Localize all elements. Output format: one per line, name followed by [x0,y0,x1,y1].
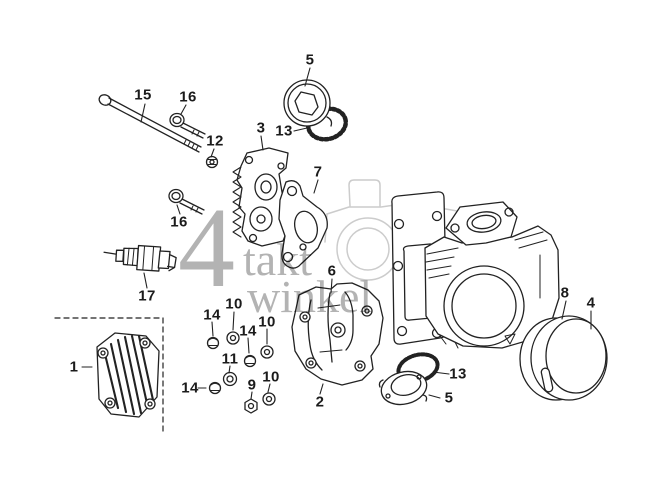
part-label-10-19: 10 [262,368,280,386]
washer-11 [222,371,238,387]
nut-12 [205,155,219,169]
part-label-15-0: 15 [134,86,152,104]
leader-lines [81,67,592,400]
part-label-17-8: 17 [138,287,156,305]
part-label-9-18: 9 [247,376,257,394]
part-label-14-12: 14 [203,306,221,324]
part-label-12-2: 12 [206,132,224,150]
part-label-10-15: 10 [258,313,276,331]
part-label-16-1: 16 [179,88,197,106]
flange-bolt-16-lower [168,188,205,215]
dashed-bracket [54,317,164,433]
part-label-2-11: 2 [315,393,325,411]
cap-nut-14c [208,381,222,395]
tensioner-plate-3 [232,147,290,247]
part-label-6-10: 6 [327,262,337,280]
part-label-10-13: 10 [225,295,243,313]
part-label-7-7: 7 [313,163,323,181]
washer-10a [226,331,240,345]
stud-bolt-15 [98,94,202,153]
part-label-14-17: 14 [181,379,199,397]
flange-bolt-16-upper [169,112,206,139]
washer-10c [262,392,276,406]
spark-plug-17 [103,244,177,272]
cylinder-head [424,201,560,349]
washer-10b [260,345,274,359]
part-label-8-22: 8 [560,284,570,302]
part-label-3-4: 3 [256,119,266,137]
side-cover-1 [96,332,160,418]
part-label-5-21: 5 [444,389,454,407]
nut-9 [244,398,258,414]
part-label-1-9: 1 [69,358,79,376]
oil-filler-cap-5 [283,79,333,127]
tach-cover-5-lower [378,370,428,406]
part-label-16-3: 16 [170,213,188,231]
part-label-13-6: 13 [275,122,293,140]
hardware-cluster [206,331,276,414]
gasket-7 [278,180,328,269]
part-label-13-20: 13 [449,365,467,383]
head-side-cover-2-6 [291,282,384,386]
part-label-11-16: 11 [221,350,239,368]
cap-nut-14a [206,336,220,350]
cap-nut-14b [243,354,257,368]
round-cover-4 [530,315,608,401]
part-label-5-5: 5 [305,51,315,69]
part-label-14-14: 14 [239,322,257,340]
part-label-4-23: 4 [586,294,596,312]
